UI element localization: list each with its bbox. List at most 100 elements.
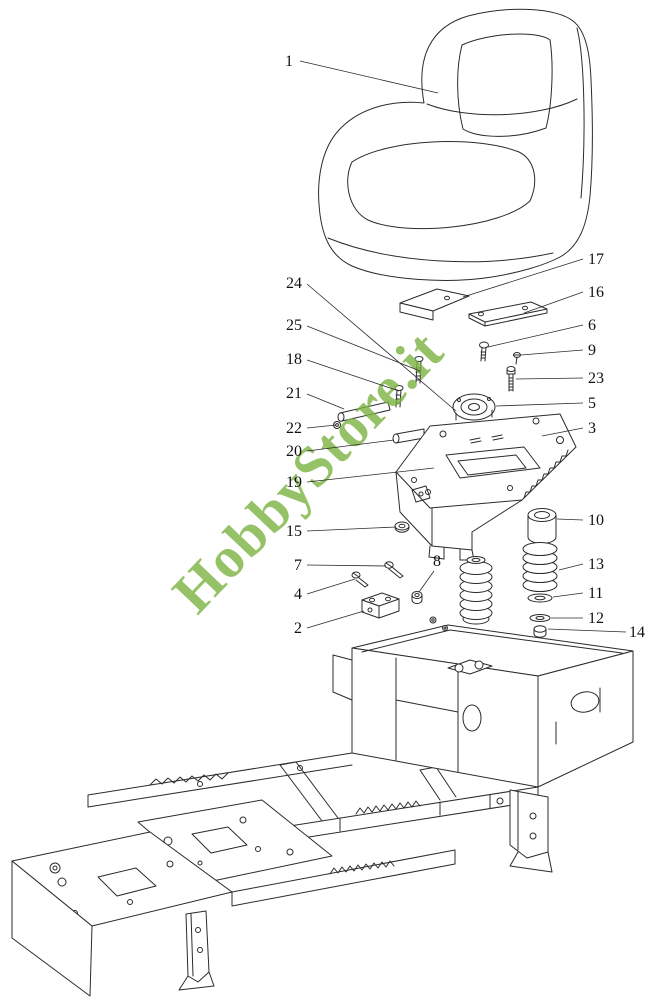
part-9-screw xyxy=(513,352,521,365)
leader-line xyxy=(418,570,435,593)
part-23-bolt xyxy=(506,366,516,392)
leader-line xyxy=(306,393,345,410)
part-number: 5 xyxy=(588,395,596,412)
leader-line xyxy=(487,324,584,348)
part-3-seat-support-plate xyxy=(395,413,577,561)
callout-4: 4 xyxy=(294,578,356,603)
leader-line xyxy=(306,467,435,483)
leader-line xyxy=(306,325,421,372)
part-number: 4 xyxy=(294,586,302,603)
part-14-nut xyxy=(533,625,547,638)
hardware-parts xyxy=(333,288,577,638)
part-12-washer xyxy=(529,614,551,622)
part-number: 14 xyxy=(629,624,645,641)
part-10-bushing xyxy=(527,508,557,544)
callout-16: 16 xyxy=(523,284,604,314)
leader-line xyxy=(495,402,584,407)
chassis-frame-illustration xyxy=(11,624,634,997)
part-number: 18 xyxy=(286,351,302,368)
part-8-nut xyxy=(411,591,423,604)
cross-member xyxy=(279,761,457,822)
callout-10: 10 xyxy=(556,512,604,529)
left-footrest-deck xyxy=(11,799,333,997)
callout-15: 15 xyxy=(286,523,397,540)
callout-6: 6 xyxy=(487,317,596,348)
callout-12: 12 xyxy=(551,610,604,627)
callout-5: 5 xyxy=(495,395,596,412)
part-25-bolt xyxy=(414,356,424,384)
leader-line xyxy=(306,359,400,392)
leader-line xyxy=(299,60,439,94)
part-17-bracket-plate xyxy=(399,288,470,321)
leader-line xyxy=(306,526,397,532)
leader-line xyxy=(541,427,584,437)
part-4-screw xyxy=(351,571,369,588)
part-number: 21 xyxy=(286,385,302,402)
small-washers xyxy=(429,616,448,631)
callout-23: 23 xyxy=(515,370,604,387)
part-number: 16 xyxy=(588,284,604,301)
callout-21: 21 xyxy=(286,385,345,410)
seat-support-box xyxy=(332,624,634,788)
callout-2: 2 xyxy=(294,610,365,637)
leader-line xyxy=(552,592,584,598)
part-number: 8 xyxy=(433,553,441,570)
part-number: 6 xyxy=(588,317,596,334)
part-number: 9 xyxy=(588,342,596,359)
callout-17: 17 xyxy=(462,251,604,298)
callout-14: 14 xyxy=(547,624,645,641)
part-number: 10 xyxy=(588,512,604,529)
part-number: 13 xyxy=(588,556,604,573)
part-21-rod xyxy=(337,401,391,422)
callout-7: 7 xyxy=(294,557,387,574)
leader-line xyxy=(306,424,337,429)
lower-spring xyxy=(459,556,493,625)
part-number: 11 xyxy=(588,585,603,602)
center-hanger-bracket xyxy=(178,910,215,991)
foreground-frame-rail xyxy=(231,849,456,907)
part-7-screw xyxy=(384,561,404,579)
callout-3: 3 xyxy=(541,420,596,437)
leader-line xyxy=(306,578,356,595)
part-number: 20 xyxy=(286,443,302,460)
leader-line xyxy=(515,377,584,380)
callout-9: 9 xyxy=(520,342,596,359)
callout-13: 13 xyxy=(558,556,604,573)
callout-8: 8 xyxy=(418,553,441,593)
part-number: 25 xyxy=(286,317,302,334)
part-number: 19 xyxy=(286,474,302,491)
leader-line xyxy=(306,439,395,452)
leader-line xyxy=(306,564,387,567)
callout-18: 18 xyxy=(286,351,400,392)
leader-line xyxy=(306,283,457,412)
part-6-bolt xyxy=(479,341,489,362)
part-number: 2 xyxy=(294,620,302,637)
callouts: 1 17 16 6 9 23 5 3 10 13 11 12 14 24 25 … xyxy=(285,53,645,641)
part-18-bolt xyxy=(394,385,404,408)
part-number: 24 xyxy=(286,275,302,292)
part-11-washer xyxy=(527,593,553,603)
callout-20: 20 xyxy=(286,439,395,460)
leader-line xyxy=(556,518,584,521)
part-number: 15 xyxy=(286,523,302,540)
part-number: 12 xyxy=(588,610,604,627)
leader-line xyxy=(462,258,584,298)
part-5-pivot-mount xyxy=(452,393,496,421)
leader-line xyxy=(547,628,627,633)
callout-25: 25 xyxy=(286,317,421,372)
part-number: 1 xyxy=(285,53,293,70)
right-hanger-bracket xyxy=(509,789,553,873)
seat-illustration xyxy=(318,8,593,281)
callout-22: 22 xyxy=(286,420,337,437)
leader-line xyxy=(520,349,584,356)
leader-line xyxy=(306,610,365,629)
callout-19: 19 xyxy=(286,467,435,491)
part-15-grommet xyxy=(394,521,410,533)
callout-1: 1 xyxy=(285,53,439,94)
part-number: 17 xyxy=(588,251,604,268)
callout-24: 24 xyxy=(286,275,457,412)
leader-line xyxy=(523,291,584,314)
part-16-plate xyxy=(468,301,548,327)
